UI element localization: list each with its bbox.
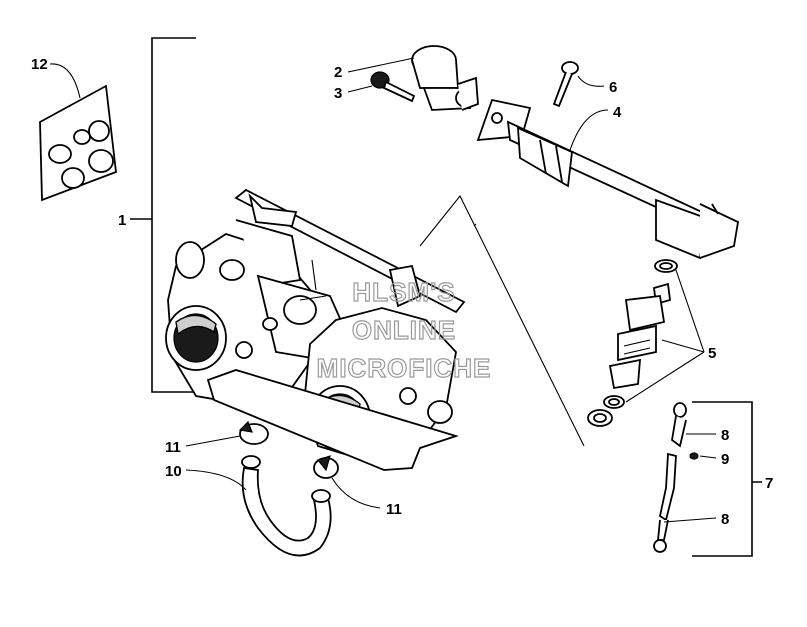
- watermark-line-1: HLSM'S: [352, 277, 455, 307]
- injector-part-5: [587, 259, 678, 427]
- leader-4: [569, 109, 609, 151]
- watermark: HLSM'S ONLINE MICROFICHE: [316, 276, 492, 383]
- leader-10: [185, 469, 247, 491]
- callout-11-lower: 11: [386, 501, 402, 518]
- callout-3: 3: [334, 85, 342, 102]
- callout-9: 9: [721, 451, 729, 468]
- leader-12: [49, 63, 81, 99]
- leader-11a: [185, 435, 241, 447]
- callout-5: 5: [708, 345, 716, 362]
- screw-part-3: [370, 71, 416, 103]
- leader-11b: [331, 477, 381, 509]
- callout-2: 2: [334, 64, 342, 81]
- throttle-body-assembly: [165, 188, 466, 471]
- leader-5: [625, 269, 705, 403]
- callout-11-upper: 11: [165, 439, 181, 456]
- callout-8-upper: 8: [721, 427, 729, 444]
- leader-9: [699, 455, 717, 459]
- fuel-rail-part-4: [476, 98, 739, 260]
- pressure-regulator-part-2: [411, 45, 479, 111]
- leader-2: [347, 57, 415, 73]
- bracket-part-7: [692, 401, 762, 557]
- bracket-part-1: [130, 37, 196, 393]
- callout-1: 1: [118, 212, 126, 229]
- callout-12: 12: [31, 56, 48, 73]
- callout-6: 6: [609, 79, 617, 96]
- leader-8b: [663, 517, 717, 523]
- watermark-line-2: ONLINE: [352, 315, 456, 345]
- clamp-part-11-lower: [313, 455, 339, 479]
- explode-lines: [419, 194, 585, 447]
- gasket-kit-part-12: [39, 84, 117, 202]
- leader-6: [577, 75, 605, 87]
- clamp-part-11-upper: [238, 420, 269, 445]
- watermark-line-3: MICROFICHE: [317, 353, 492, 383]
- callout-7: 7: [765, 475, 773, 492]
- screw-part-6: [552, 61, 579, 108]
- callout-10: 10: [165, 463, 182, 480]
- callout-4: 4: [613, 104, 622, 121]
- hose-part-10: [241, 455, 332, 557]
- callout-8-lower: 8: [721, 511, 729, 528]
- ground-wire-part-7: [653, 402, 699, 553]
- leader-3: [347, 85, 373, 93]
